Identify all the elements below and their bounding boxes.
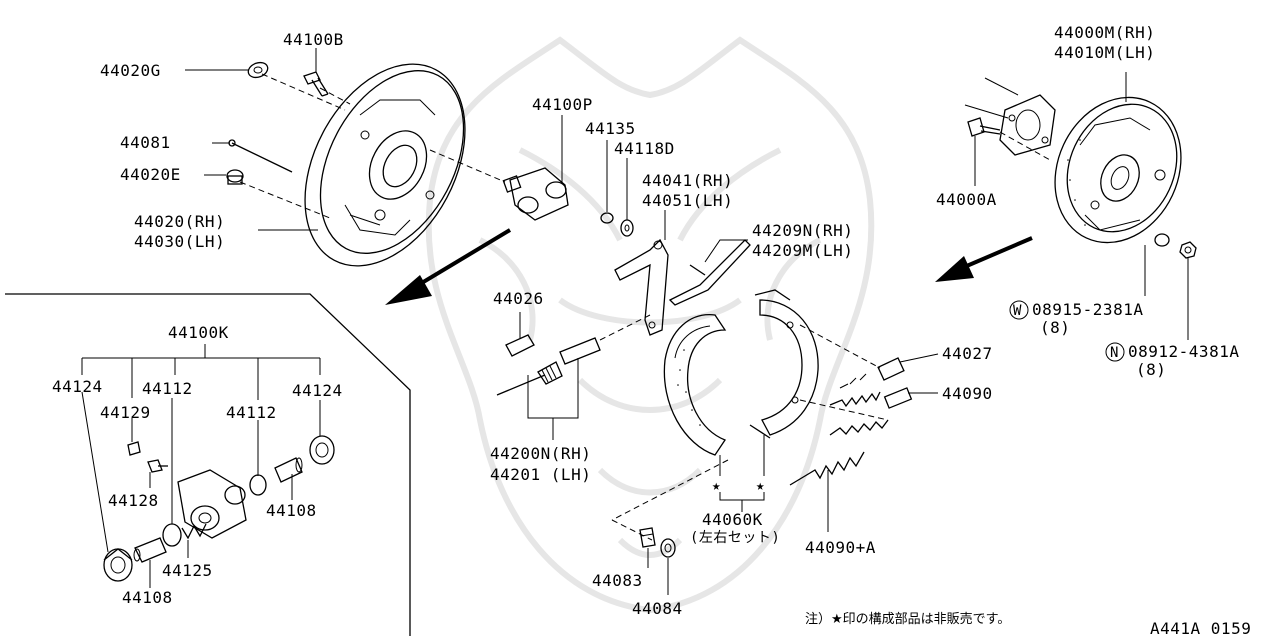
label-44030-lh: 44030(LH) <box>134 232 225 251</box>
label-44020E: 44020E <box>120 165 181 184</box>
label-44108-left: 44108 <box>122 588 173 607</box>
label-08915-qty: (8) <box>1040 318 1070 337</box>
adjuster-screw-44200N <box>496 337 601 396</box>
cup-44112-right <box>249 474 267 496</box>
spring-44090A <box>789 451 865 486</box>
backing-plate-rear-left <box>304 63 466 267</box>
label-08915: 08915-2381A <box>1032 300 1143 319</box>
circle-w-symbol: W <box>1013 303 1022 319</box>
label-44128: 44128 <box>108 491 159 510</box>
label-08912: 08912-4381A <box>1128 342 1239 361</box>
brake-shoe-front <box>663 314 727 456</box>
washer-44135 <box>600 212 614 224</box>
pin-44083 <box>639 527 656 548</box>
piston-44108-right <box>274 457 303 483</box>
bleeder-cap-44129 <box>127 441 141 456</box>
label-44020G: 44020G <box>100 61 161 80</box>
wheel-cylinder-44100P <box>502 167 569 221</box>
inset-frame <box>5 293 411 636</box>
washer-08915 <box>1154 233 1170 247</box>
spring-44090 <box>829 387 913 436</box>
parking-lever-44041 <box>614 238 669 336</box>
brake-shoe-rear <box>749 289 819 439</box>
cup-44112-left <box>162 523 182 547</box>
label-44125: 44125 <box>162 561 213 580</box>
label-44000A: 44000A <box>936 190 997 209</box>
label-44060K: 44060K <box>702 510 763 529</box>
clip-44118D <box>620 219 634 237</box>
label-44100K: 44100K <box>168 323 229 342</box>
washer-symbol-circle <box>1009 300 1029 320</box>
label-44209M-lh: 44209M(LH) <box>752 241 853 260</box>
diagram-code: A441A 0159 <box>1150 619 1251 638</box>
nut-08912 <box>1179 241 1197 259</box>
label-44200N-rh: 44200N(RH) <box>490 444 591 463</box>
pin-44081 <box>228 139 293 173</box>
bolt-44100B <box>303 71 329 97</box>
label-44112-left: 44112 <box>142 379 193 398</box>
spring-44125 <box>181 523 207 540</box>
label-44100B: 44100B <box>283 30 344 49</box>
direction-arrow-right <box>935 236 1033 282</box>
label-08912-qty: (8) <box>1136 360 1166 379</box>
label-44124-left: 44124 <box>52 377 103 396</box>
bleeder-screw-44128 <box>147 459 168 473</box>
label-44026: 44026 <box>493 289 544 308</box>
adjuster-plate-44026 <box>505 334 535 357</box>
brake-assembly-right <box>1054 96 1182 244</box>
label-44108-right: 44108 <box>266 501 317 520</box>
cylinder-body-inset <box>177 469 247 539</box>
strut-44209N <box>668 239 751 306</box>
label-44000M-rh: 44000M(RH) <box>1054 23 1155 42</box>
label-44100P: 44100P <box>532 95 593 114</box>
gasket-plate-right <box>999 94 1056 156</box>
label-44081: 44081 <box>120 133 171 152</box>
piston-44108-left <box>133 537 167 563</box>
adjuster-cap-44020G <box>247 61 269 79</box>
spring-44027 <box>829 357 905 408</box>
label-44209N-rh: 44209N(RH) <box>752 221 853 240</box>
label-44135: 44135 <box>585 119 636 138</box>
nut-symbol-circle <box>1105 342 1125 362</box>
label-44112-right: 44112 <box>226 403 277 422</box>
label-44051-lh: 44051(LH) <box>642 191 733 210</box>
label-44041-rh: 44041(RH) <box>642 171 733 190</box>
label-44129: 44129 <box>100 403 151 422</box>
watermark-emblem <box>425 36 875 614</box>
direction-arrow-left <box>385 228 512 305</box>
label-44118D: 44118D <box>614 139 675 158</box>
label-44020-rh: 44020(RH) <box>134 212 225 231</box>
star-mark-1: ★ <box>712 478 721 494</box>
retainer-44084 <box>660 538 676 558</box>
label-44201-lh: 44201 (LH) <box>490 465 591 484</box>
boot-44124-right <box>309 435 335 465</box>
star-mark-2: ★ <box>756 478 765 494</box>
footnote-not-for-sale: 注）★印の構成部品は非販売です。 <box>805 611 1010 627</box>
plug-44020E <box>226 169 244 185</box>
circle-n-symbol: N <box>1110 345 1119 361</box>
bolt-44000A <box>967 117 1001 137</box>
boot-44124-left <box>103 548 133 582</box>
label-44124-right: 44124 <box>292 381 343 400</box>
label-44090-a: 44090+A <box>805 538 876 557</box>
label-44090: 44090 <box>942 384 993 403</box>
label-44027: 44027 <box>942 344 993 363</box>
label-44010M-lh: 44010M(LH) <box>1054 43 1155 62</box>
label-44084: 44084 <box>632 599 683 618</box>
label-44060K-set: (左右セット) <box>690 530 780 546</box>
label-44083: 44083 <box>592 571 643 590</box>
